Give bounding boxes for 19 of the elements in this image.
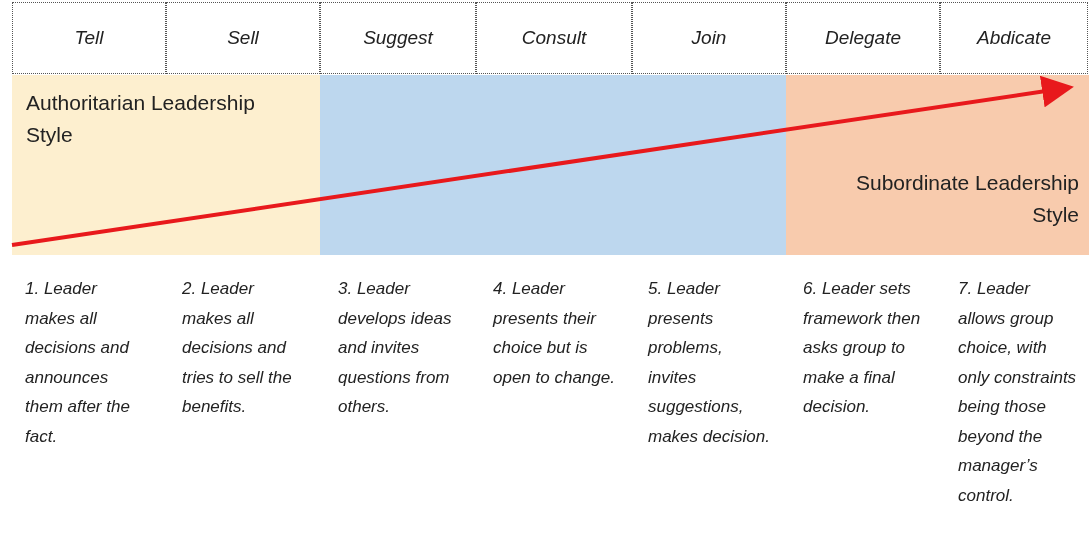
arrow xyxy=(11,75,1074,247)
step-description: 5. Leader presents problems, invites suggestions, makes decision. xyxy=(648,278,770,448)
step-description: 2. Leader makes all decisions and tries to sell the benefits. xyxy=(182,278,293,418)
band-title: Subordinate Leadership Style xyxy=(855,170,1079,228)
band-title: Authoritarian Leadership Style xyxy=(26,90,256,148)
step-description: 1. Leader makes all decisions and announces them after the fact. xyxy=(25,278,131,448)
style-band xyxy=(786,75,1089,255)
column-header: Delegate xyxy=(786,2,940,74)
step-description: 4. Leader presents their choice but is open to change. xyxy=(493,278,615,389)
column-header: Tell xyxy=(12,2,166,74)
column-header: Join xyxy=(632,2,786,74)
column-header: Sell xyxy=(166,2,320,74)
step-description: 6. Leader sets framework then asks group to make a final decision. xyxy=(803,278,922,418)
step-description: 3. Leader develops ideas and invites questions from others. xyxy=(338,278,453,418)
style-band xyxy=(12,75,320,255)
column-header: Consult xyxy=(476,2,632,74)
step-description: 7. Leader allows group choice, with only constraints being those beyond the manager’s control. xyxy=(958,278,1078,507)
column-header: Abdicate xyxy=(940,2,1088,74)
column-header: Suggest xyxy=(320,2,476,74)
